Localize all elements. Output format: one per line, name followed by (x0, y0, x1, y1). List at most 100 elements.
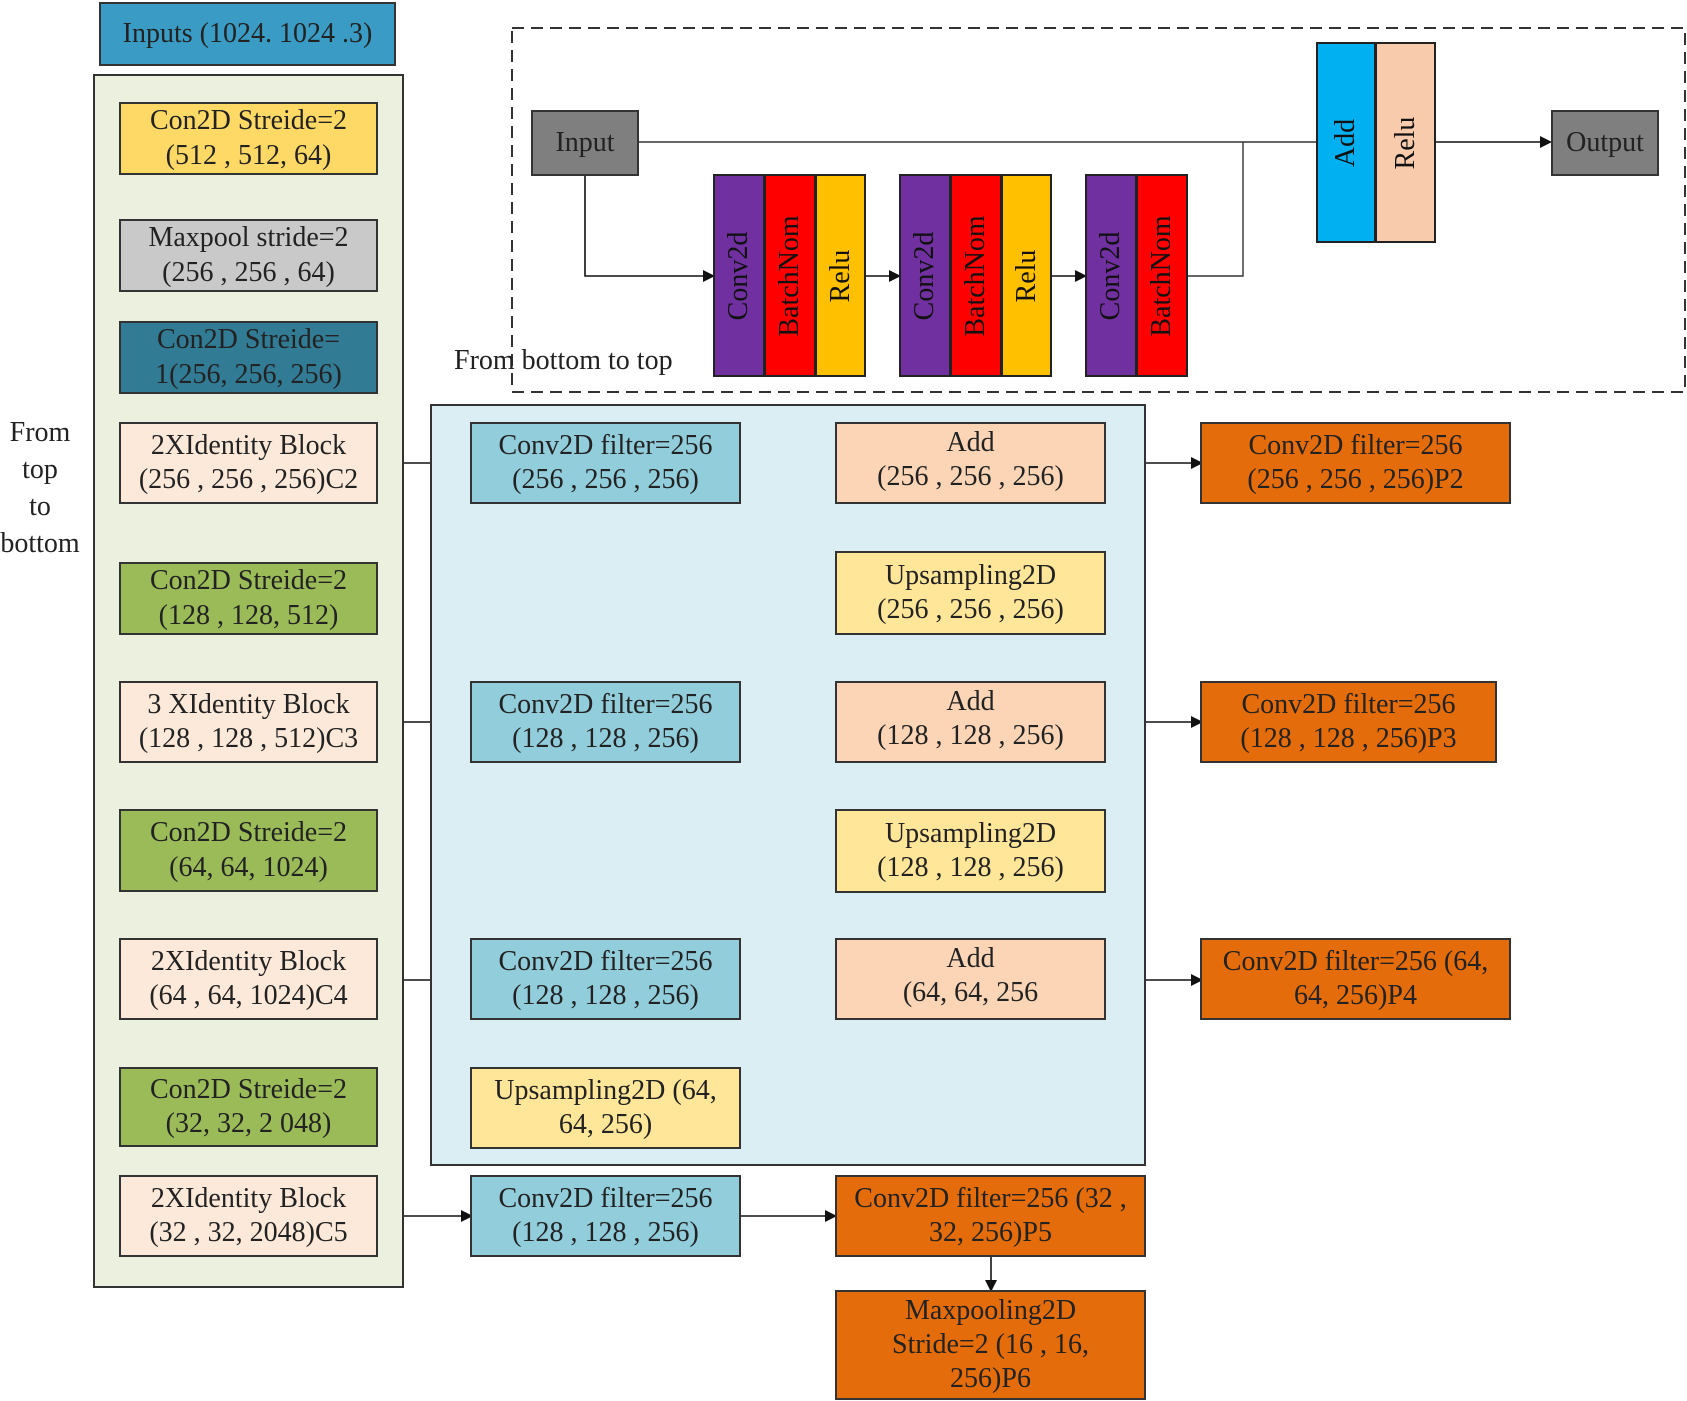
backbone-conv-stride1: Con2D Streide= 1(256, 256, 256) (119, 321, 378, 394)
merge-add-3-line1: Add (946, 943, 995, 974)
lateral-conv-4-line2: (128 , 128 , 256) (512, 1217, 699, 1248)
backbone-conv-c3-stage: Con2D Streide=2 (128 , 128, 512) (119, 562, 378, 635)
lateral-conv-2-line2: (128 , 128 , 256) (512, 723, 699, 754)
res-g3-batchnorm: BatchNom (1136, 174, 1188, 377)
lateral-upsample: Upsampling2D (64, 64, 256) (470, 1067, 741, 1149)
lateral-conv-3-line2: (128 , 128 , 256) (512, 980, 699, 1011)
lateral-conv-3-line1: Conv2D filter=256 (498, 945, 713, 977)
output-p4: Conv2D filter=256 (64, 64, 256)P4 (1200, 938, 1511, 1020)
output-p6-line2: Stride=2 (16 , 16, (892, 1328, 1089, 1360)
merge-add-3-line2: (64, 64, 256 (902, 977, 1039, 1009)
backbone-maxpool-line2: (256 , 256 , 64) (162, 256, 335, 288)
residual-output-node: Output (1551, 110, 1659, 176)
merge-add-1-line1: Add (946, 427, 995, 458)
backbone-identity-c3-line1: 3 XIdentity Block (147, 688, 350, 720)
lateral-upsample-line2: 64, 256) (558, 1109, 653, 1140)
top-to-bottom-word-3: to (29, 491, 51, 522)
backbone-identity-c3-line2: (128 , 128 , 512)C3 (138, 723, 359, 754)
output-p5-line1: Conv2D filter=256 (32 , (854, 1182, 1127, 1214)
res-add-label: Add (1330, 118, 1361, 167)
res-g2-batchnorm: BatchNom (950, 174, 1002, 377)
res-add: Add (1316, 42, 1376, 243)
backbone-identity-c2-line1: 2XIdentity Block (150, 429, 347, 461)
merge-upsample-2: Upsampling2D (128 , 128 , 256) (835, 809, 1106, 893)
merge-add-1-line2: (256 , 256 , 256) (877, 461, 1064, 493)
lateral-conv-2-line1: Conv2D filter=256 (498, 688, 713, 720)
res-g1-batchnorm: BatchNom (764, 174, 816, 377)
backbone-conv-c4-stage-line1: Con2D Streide=2 (150, 817, 347, 849)
backbone-identity-c5-line1: 2XIdentity Block (150, 1182, 347, 1214)
backbone-conv1-line2: (512 , 512, 64) (165, 139, 332, 171)
res-relu-final-label: Relu (1389, 116, 1421, 169)
residual-input-node: Input (531, 110, 639, 176)
res-g1-relu-label: Relu (824, 249, 856, 302)
backbone-identity-c3: 3 XIdentity Block (128 , 128 , 512)C3 (119, 681, 378, 763)
backbone-conv-c4-stage: Con2D Streide=2 (64, 64, 1024) (119, 809, 378, 892)
backbone-identity-c5-line2: (32 , 32, 2048)C5 (149, 1217, 348, 1248)
backbone-conv1-line1: Con2D Streide=2 (150, 105, 347, 137)
output-p3-line1: Conv2D filter=256 (1241, 688, 1456, 720)
output-p4-line2: 64, 256)P4 (1294, 980, 1417, 1011)
output-p6-line3: 256)P6 (950, 1363, 1031, 1395)
res-g2-relu: Relu (1001, 174, 1052, 377)
backbone-conv-c3-stage-line2: (128 , 128, 512) (158, 599, 339, 631)
lateral-conv-4-line1: Conv2D filter=256 (498, 1182, 713, 1214)
merge-upsample-2-line1: Upsampling2D (884, 817, 1057, 849)
lateral-conv-1-line1: Conv2D filter=256 (498, 429, 713, 461)
arrow-input-to-conv (584, 176, 715, 282)
top-to-bottom-label: From top to bottom (0, 414, 80, 562)
backbone-conv-stride1-line1: Con2D Streide= (157, 324, 340, 356)
backbone-identity-c2-line2: (256 , 256 , 256)C2 (138, 464, 359, 495)
backbone-identity-c4-line2: (64 , 64, 1024)C4 (149, 980, 348, 1011)
backbone-conv-c5-stage-line2: (32, 32, 2 048) (165, 1108, 332, 1139)
res-g1-conv2d-label: Conv2d (723, 231, 754, 320)
top-to-bottom-word-1: From (9, 417, 71, 448)
merge-upsample-1: Upsampling2D (256 , 256 , 256) (835, 551, 1106, 635)
merge-upsample-2-line2: (128 , 128 , 256) (877, 852, 1064, 883)
backbone-conv-c5-stage: Con2D Streide=2 (32, 32, 2 048) (119, 1067, 378, 1147)
output-p5: Conv2D filter=256 (32 , 32, 256)P5 (835, 1175, 1146, 1257)
output-p6: Maxpooling2D Stride=2 (16 , 16, 256)P6 (835, 1290, 1146, 1400)
merge-add-3: Add (64, 64, 256 (835, 938, 1106, 1020)
output-p3-line2: (128 , 128 , 256)P3 (1240, 723, 1457, 754)
res-g3-conv2d-label: Conv2d (1095, 231, 1126, 320)
backbone-identity-c2: 2XIdentity Block (256 , 256 , 256)C2 (119, 422, 378, 504)
backbone-identity-c5: 2XIdentity Block (32 , 32, 2048)C5 (119, 1175, 378, 1257)
output-p4-line1: Conv2D filter=256 (64, (1222, 945, 1489, 977)
residual-input-label: Input (555, 126, 615, 158)
lateral-conv-1: Conv2D filter=256 (256 , 256 , 256) (470, 422, 741, 504)
backbone-identity-c4: 2XIdentity Block (64 , 64, 1024)C4 (119, 938, 378, 1020)
res-g2-batchnorm-label: BatchNom (960, 214, 991, 337)
line-group3-to-add (1188, 142, 1244, 277)
merge-upsample-1-line2: (256 , 256 , 256) (877, 594, 1064, 625)
bottom-to-top-label: From bottom to top (454, 345, 673, 376)
merge-upsample-1-line1: Upsampling2D (884, 559, 1057, 591)
merge-add-2: Add (128 , 128 , 256) (835, 681, 1106, 763)
res-g1-conv2d: Conv2d (713, 174, 765, 377)
top-to-bottom-word-4: bottom (0, 528, 80, 559)
res-g2-relu-label: Relu (1010, 249, 1042, 302)
merge-add-2-line1: Add (946, 686, 995, 717)
inputs-header-label: Inputs (1024. 1024 .3) (122, 17, 373, 49)
residual-output-label: Output (1566, 126, 1644, 158)
lateral-upsample-line1: Upsampling2D (64, (494, 1074, 717, 1106)
fpn-panel (430, 404, 1146, 1166)
lateral-conv-1-line2: (256 , 256 , 256) (512, 464, 699, 495)
res-g1-relu: Relu (815, 174, 866, 377)
output-p3: Conv2D filter=256 (128 , 128 , 256)P3 (1200, 681, 1497, 763)
lateral-conv-4: Conv2D filter=256 (128 , 128 , 256) (470, 1175, 741, 1257)
merge-add-1: Add (256 , 256 , 256) (835, 422, 1106, 504)
res-g2-conv2d: Conv2d (899, 174, 951, 377)
output-p5-line2: 32, 256)P5 (929, 1217, 1052, 1248)
res-g2-conv2d-label: Conv2d (909, 231, 940, 320)
res-g3-conv2d: Conv2d (1085, 174, 1137, 377)
inputs-header: Inputs (1024. 1024 .3) (99, 2, 396, 66)
backbone-conv1: Con2D Streide=2 (512 , 512, 64) (119, 102, 378, 175)
lateral-conv-3: Conv2D filter=256 (128 , 128 , 256) (470, 938, 741, 1020)
backbone-identity-c4-line1: 2XIdentity Block (150, 945, 347, 977)
residual-block-frame (511, 27, 1686, 393)
output-p2-line2: (256 , 256 , 256)P2 (1247, 464, 1464, 495)
lateral-conv-2: Conv2D filter=256 (128 , 128 , 256) (470, 681, 741, 763)
backbone-maxpool-line1: Maxpool stride=2 (148, 222, 349, 254)
